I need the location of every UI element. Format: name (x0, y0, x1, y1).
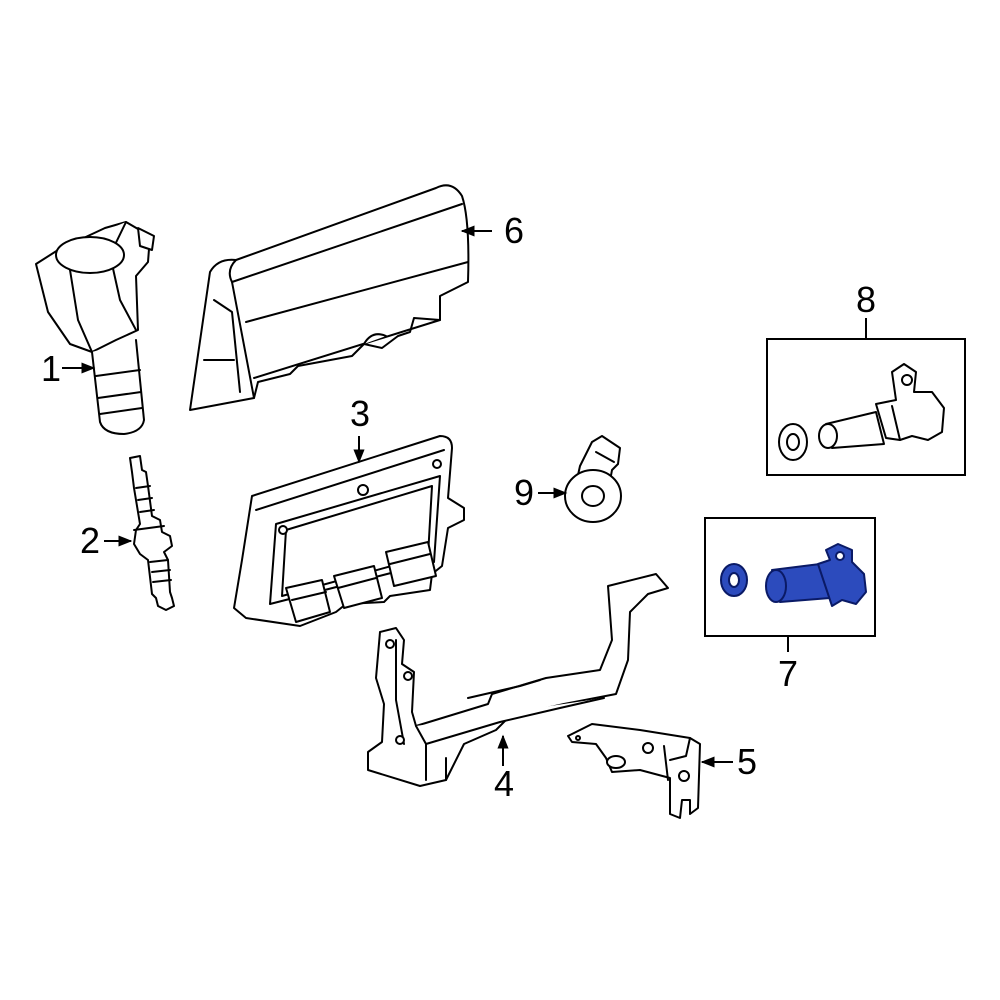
part-5-small-bracket[interactable] (567, 723, 701, 819)
callout-7: 7 (777, 653, 799, 694)
callout-1: 1 (40, 348, 62, 389)
callout-2: 2 (79, 520, 101, 561)
part-2-spark-plug[interactable] (129, 455, 175, 611)
callout-4: 4 (493, 763, 515, 804)
callout-5: 5 (736, 741, 758, 782)
part-6-cover[interactable] (189, 184, 470, 411)
callout-8: 8 (855, 279, 877, 320)
part-9-knock-sensor[interactable] (564, 435, 622, 523)
part-8-sensor[interactable] (778, 363, 945, 461)
part-3-ecm[interactable] (233, 435, 465, 627)
part-7-frame (704, 517, 876, 637)
callout-3: 3 (349, 393, 371, 434)
part-4-bracket[interactable] (367, 573, 669, 787)
callout-6: 6 (503, 210, 525, 251)
part-1-ignition-coil[interactable] (35, 221, 155, 435)
callout-9: 9 (513, 472, 535, 513)
part-7-cam-sensor[interactable] (720, 543, 867, 607)
